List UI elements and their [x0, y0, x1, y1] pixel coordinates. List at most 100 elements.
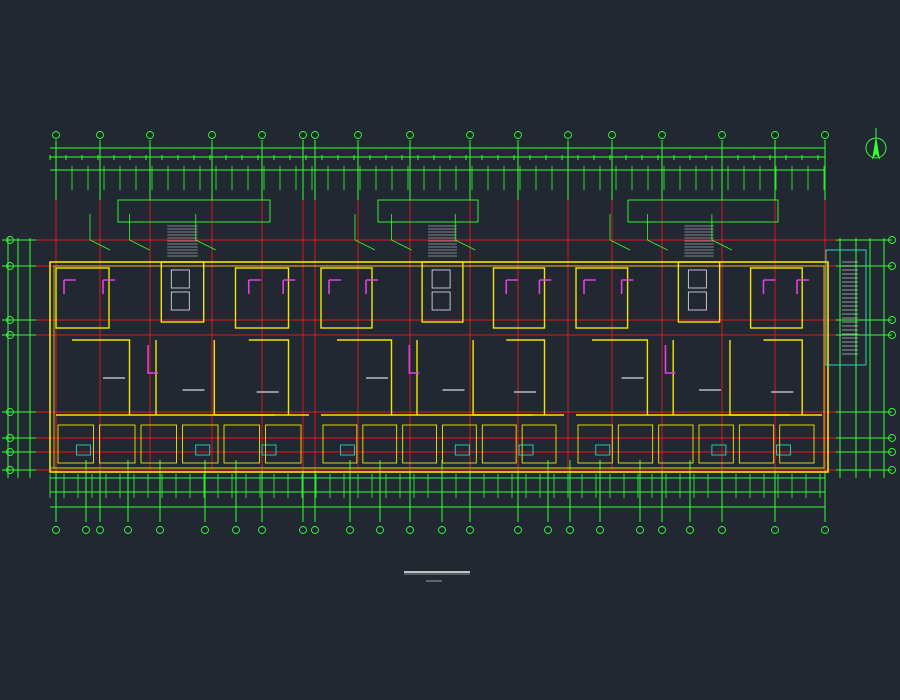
axis-bubble-icon: [718, 526, 726, 534]
axis-bubble-icon: [636, 526, 644, 534]
axis-bubble-icon: [299, 526, 307, 534]
elevator-shaft: [687, 291, 707, 311]
elevator-shaft: [431, 291, 451, 311]
detail-layer: [63, 214, 858, 456]
annotation-leader: [711, 214, 733, 251]
axis-bubble-icon: [888, 316, 896, 324]
axis-bubble-icon: [6, 331, 14, 339]
balcony-wall: [223, 424, 260, 464]
plumbing-fixture-icon: [664, 345, 676, 374]
axis-bubble-icon: [658, 131, 666, 139]
annotation-leader: [354, 214, 376, 251]
axis-bubble-icon: [888, 331, 896, 339]
axis-bubble-layer: [6, 131, 896, 534]
plumbing-fixture-icon: [620, 279, 634, 294]
plumbing-fixture-icon: [102, 279, 115, 294]
axis-bubble-icon: [6, 448, 14, 456]
ac-unit-icon: [261, 444, 277, 456]
axis-bubble-icon: [258, 526, 266, 534]
axis-bubble-icon: [771, 526, 779, 534]
axis-bubble-icon: [888, 262, 896, 270]
axis-bubble-icon: [52, 131, 60, 139]
axis-bubble-icon: [514, 526, 522, 534]
axis-bubble-icon: [718, 131, 726, 139]
bay-window-frame: [117, 199, 271, 223]
balcony-wall: [99, 424, 136, 464]
dimension-layer: [2, 140, 892, 522]
axis-bubble-icon: [6, 316, 14, 324]
plumbing-fixture-icon: [583, 279, 596, 294]
room-wall: [575, 267, 629, 329]
elevator-shaft: [170, 291, 190, 311]
ac-unit-icon: [711, 444, 727, 456]
plan-title-underline: [404, 571, 470, 582]
axis-bubble-icon: [96, 131, 104, 139]
axis-bubble-icon: [771, 131, 779, 139]
axis-bubble-icon: [466, 131, 474, 139]
axis-bubble-icon: [208, 131, 216, 139]
axis-bubble-icon: [888, 408, 896, 416]
axis-bubble-icon: [6, 236, 14, 244]
north-arrow-icon: [865, 128, 887, 160]
annotation-leader: [129, 214, 150, 251]
axis-bubble-icon: [6, 434, 14, 442]
plumbing-fixture-icon: [63, 279, 76, 294]
axis-bubble-icon: [438, 526, 446, 534]
axis-bubble-icon: [6, 408, 14, 416]
plumbing-fixture-icon: [147, 345, 159, 374]
plumbing-fixture-icon: [762, 279, 776, 294]
balcony-wall: [182, 424, 219, 464]
axis-bubble-icon: [821, 131, 829, 139]
stair-core-wall: [421, 261, 464, 323]
balcony-wall: [362, 424, 398, 464]
axis-bubble-icon: [6, 262, 14, 270]
annotation-leader: [195, 214, 216, 251]
ac-unit-icon: [595, 444, 611, 456]
partition-wall: [337, 339, 546, 416]
plumbing-fixture-icon: [538, 279, 552, 294]
axis-bubble-icon: [888, 466, 896, 474]
balcony-wall: [617, 424, 654, 464]
plumbing-fixture-icon: [505, 279, 519, 294]
axis-bubble-icon: [466, 526, 474, 534]
axis-bubble-icon: [406, 131, 414, 139]
annotation-leader: [391, 214, 412, 251]
axis-bubble-icon: [311, 131, 319, 139]
balcony-wall: [57, 424, 94, 464]
axis-layer: [36, 200, 836, 471]
room-wall: [749, 267, 803, 329]
balcony-wall: [140, 424, 177, 464]
ac-unit-icon: [518, 444, 534, 456]
partition-wall: [72, 339, 290, 416]
room-wall: [320, 267, 373, 329]
ac-unit-icon: [76, 444, 91, 456]
balcony-wall: [738, 424, 775, 464]
axis-bubble-icon: [658, 526, 666, 534]
room-wall: [234, 267, 290, 329]
stair-core-wall: [160, 261, 205, 323]
elevator-shaft: [431, 269, 451, 289]
annotation-leader: [89, 214, 111, 251]
room-wall: [55, 267, 110, 329]
axis-bubble-icon: [514, 131, 522, 139]
axis-bubble-icon: [596, 526, 604, 534]
elevator-shaft: [687, 269, 707, 289]
axis-bubble-icon: [564, 131, 572, 139]
axis-bubble-icon: [346, 526, 354, 534]
balcony-wall: [481, 424, 517, 464]
axis-bubble-icon: [888, 448, 896, 456]
balcony-wall: [402, 424, 437, 464]
plumbing-fixture-icon: [796, 279, 810, 294]
axis-bubble-icon: [566, 526, 574, 534]
room-wall: [492, 267, 546, 329]
balcony-wall: [698, 424, 734, 464]
balcony-wall: [265, 424, 302, 464]
axis-bubble-icon: [406, 526, 414, 534]
axis-bubble-icon: [544, 526, 552, 534]
axis-bubble-icon: [6, 466, 14, 474]
elevator-shaft: [170, 269, 190, 289]
axis-bubble-icon: [608, 131, 616, 139]
balcony-wall: [658, 424, 694, 464]
axis-bubble-icon: [888, 236, 896, 244]
